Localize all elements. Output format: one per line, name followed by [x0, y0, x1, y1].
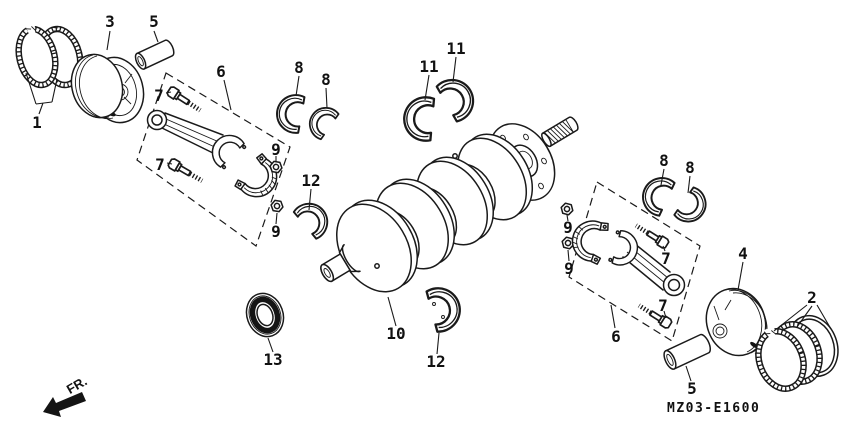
rod-bolt [167, 158, 204, 186]
callout-bolt: 7 [661, 249, 671, 268]
callout-piston-right: 4 [738, 244, 748, 263]
callout-bearing-shell: 8 [294, 58, 304, 77]
callout-rod-assembly-right: 6 [611, 327, 621, 346]
front-arrow-icon [43, 392, 86, 417]
callout-pin-right: 5 [687, 379, 697, 398]
callout-nut: 9 [271, 140, 281, 159]
callout-pin-left: 5 [149, 12, 159, 31]
rod-bolt [633, 221, 669, 249]
callout-thrust-washer-upper: 12 [301, 171, 320, 190]
piston-ring-set-right [755, 314, 839, 392]
callout-piston-left: 3 [105, 12, 115, 31]
main-bearing-shells-center [401, 71, 482, 143]
callout-bearing-shell-11: 11 [419, 57, 438, 76]
connecting-rod-left [146, 109, 248, 171]
piston-ring-set-left [15, 22, 84, 115]
callout-bearing-shell-11: 11 [446, 39, 465, 58]
piston-right [705, 287, 768, 357]
rod-nut [269, 199, 285, 213]
crankshaft-webs [336, 133, 534, 293]
callout-oil-seal: 13 [263, 350, 282, 369]
assembly-box-left [136, 72, 291, 247]
callout-bearing-shell: 8 [321, 70, 331, 89]
callout-bearing-shell: 8 [659, 151, 669, 170]
assembly-box-right [568, 181, 701, 342]
rod-bolt [166, 86, 203, 115]
main-bearing-shells-left [273, 91, 340, 141]
crankshaft [320, 116, 579, 293]
piston-pin-left [134, 39, 175, 70]
piston-pin-right [663, 333, 712, 370]
crankshaft-spline-end [541, 116, 579, 148]
bearing-cap-left [233, 152, 287, 207]
thrust-washer-lower [425, 282, 466, 334]
callout-nut: 9 [564, 259, 574, 278]
piston-left [70, 53, 145, 124]
front-label: FR. [64, 373, 90, 396]
thrust-washer-upper [292, 195, 336, 241]
callout-bolt: 7 [154, 86, 164, 105]
callout-nut: 9 [563, 218, 573, 237]
main-bearing-shells-right [635, 170, 714, 230]
callout-bolt: 7 [658, 296, 668, 315]
leader-lines [106, 30, 832, 382]
connecting-rod-assembly-left [136, 72, 291, 247]
connecting-rod-assembly-right [559, 181, 701, 342]
callout-crankshaft: 10 [386, 324, 405, 343]
front-direction-indicator: FR. [43, 373, 90, 417]
rod-nut [559, 201, 575, 217]
callout-rod-assembly-left: 6 [216, 62, 226, 81]
connecting-rod-right [607, 228, 686, 297]
callout-ring-set-left: 1 [32, 113, 42, 132]
callout-thrust-washer-lower: 12 [426, 352, 445, 371]
callout-labels: 3 5 1 6 7 7 9 9 8 8 12 11 11 10 12 13 8 … [32, 12, 817, 398]
bearing-cap-right [566, 214, 611, 266]
crankshaft-nose [320, 243, 361, 283]
callout-bearing-shell: 8 [685, 158, 695, 177]
callout-ring-set-right: 2 [807, 288, 817, 307]
oil-seal [245, 292, 285, 338]
diagram-code: MZ03-E1600 [667, 401, 760, 416]
callout-bolt: 7 [155, 155, 165, 174]
callout-nut: 9 [271, 222, 281, 241]
